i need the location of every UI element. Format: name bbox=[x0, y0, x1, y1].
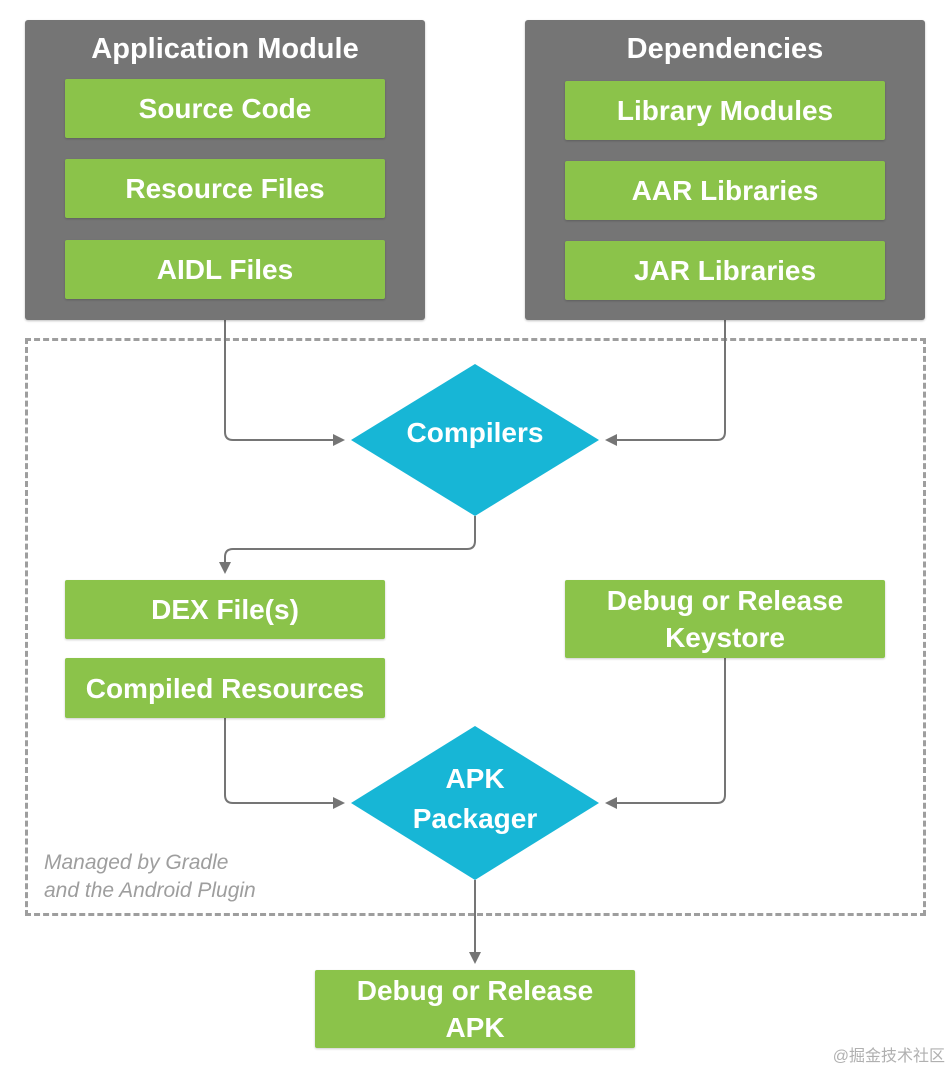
connector-compilers-to-dex bbox=[219, 516, 476, 574]
final-apk-label-line1: Debug or Release bbox=[356, 975, 594, 1006]
jar-libraries-label: JAR Libraries bbox=[633, 255, 817, 286]
managed-by-gradle-note: Managed by Gradle and the Android Plugin bbox=[44, 849, 344, 905]
aar-libraries-box: AAR Libraries bbox=[565, 161, 885, 220]
compilers-diamond: Compilers bbox=[351, 364, 599, 516]
keystore-label-line1: Debug or Release bbox=[606, 585, 844, 616]
apk-packager-diamond-shape bbox=[351, 726, 599, 880]
compilers-diamond-shape bbox=[351, 364, 599, 516]
managed-note-line1: Managed by Gradle bbox=[44, 851, 229, 874]
apk-packager-diamond: APK Packager bbox=[351, 726, 599, 880]
compiled-resources-label: Compiled Resources bbox=[85, 672, 365, 704]
compiled-resources-box: Compiled Resources bbox=[65, 658, 385, 718]
resource-files-label: Resource Files bbox=[125, 173, 325, 204]
aar-libraries-label: AAR Libraries bbox=[631, 175, 819, 206]
resource-files-box: Resource Files bbox=[65, 159, 385, 218]
aidl-files-box: AIDL Files bbox=[65, 240, 385, 299]
source-code-label: Source Code bbox=[138, 93, 312, 124]
dex-files-label: DEX File(s) bbox=[151, 594, 299, 625]
library-modules-label: Library Modules bbox=[616, 95, 834, 126]
final-apk-label-line2: APK bbox=[445, 1012, 505, 1043]
jar-libraries-box: JAR Libraries bbox=[565, 241, 885, 300]
managed-note-line2: and the Android Plugin bbox=[44, 879, 256, 902]
connector-keystore-to-packager bbox=[605, 658, 726, 809]
source-code-box: Source Code bbox=[65, 79, 385, 138]
library-modules-box: Library Modules bbox=[565, 81, 885, 140]
apk-packager-label-line1: APK bbox=[445, 763, 505, 794]
final-apk-box: Debug or Release APK bbox=[315, 970, 635, 1048]
dex-files-box: DEX File(s) bbox=[65, 580, 385, 639]
keystore-label-line2: Keystore bbox=[665, 622, 785, 653]
dependencies-title: Dependencies bbox=[626, 33, 824, 65]
application-module-title: Application Module bbox=[91, 33, 359, 65]
apk-packager-label-line2: Packager bbox=[412, 803, 538, 834]
connector-deps-to-compilers bbox=[605, 320, 726, 446]
aidl-files-label: AIDL Files bbox=[156, 254, 294, 285]
keystore-box: Debug or Release Keystore bbox=[565, 580, 885, 658]
compilers-label: Compilers bbox=[406, 417, 544, 448]
connector-app-to-compilers bbox=[224, 320, 345, 446]
watermark: @掘金技术社区 bbox=[832, 1048, 945, 1065]
connector-resources-to-packager bbox=[224, 718, 345, 809]
